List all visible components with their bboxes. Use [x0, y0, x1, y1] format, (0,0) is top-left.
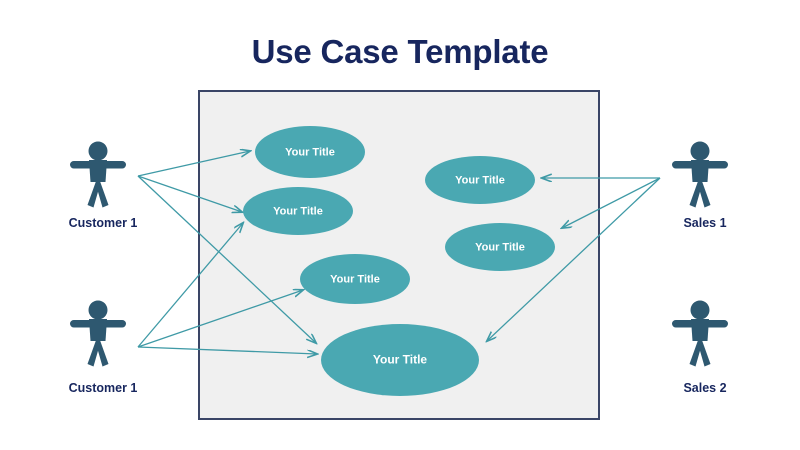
use-case-ellipse	[425, 156, 535, 204]
association-lines-group	[137, 151, 661, 354]
use-case-ellipse	[243, 187, 353, 235]
actor-customer-1-top-label: Customer 1	[68, 216, 138, 230]
actor-figures-group	[70, 141, 728, 367]
use-case-uc3[interactable]: Your Title	[425, 156, 535, 204]
association-arrow	[487, 177, 661, 341]
use-case-ellipse	[445, 223, 555, 271]
actor-head-icon	[88, 300, 108, 320]
actor-leg-right-icon	[697, 338, 711, 367]
association-arrow	[137, 346, 317, 354]
association-arrow	[137, 175, 316, 343]
use-case-label: Your Title	[373, 353, 428, 367]
use-case-uc4[interactable]: Your Title	[445, 223, 555, 271]
association-arrow	[137, 223, 243, 348]
use-case-uc1[interactable]: Your Title	[255, 126, 365, 178]
actor-torso-icon	[89, 160, 107, 182]
use-case-ellipse	[255, 126, 365, 178]
actor-leg-right-icon	[95, 338, 109, 367]
use-case-uc2[interactable]: Your Title	[243, 187, 353, 235]
actor-customer-1-top[interactable]	[70, 141, 126, 208]
actor-sales-1-label: Sales 1	[683, 216, 727, 230]
actor-customer-1-bottom-label: Customer 1	[68, 381, 138, 395]
actor-leg-right-icon	[697, 179, 711, 208]
use-case-label: Your Title	[455, 174, 505, 186]
use-case-ellipse	[321, 324, 479, 396]
page-title: Use Case Template	[251, 33, 549, 70]
use-case-label: Your Title	[285, 146, 335, 158]
actor-sales-2[interactable]	[672, 300, 728, 367]
actor-head-icon	[690, 300, 710, 320]
actor-sales-2-label: Sales 2	[683, 381, 727, 395]
association-arrow	[562, 177, 661, 228]
use-case-uc5[interactable]: Your Title	[300, 254, 410, 304]
actor-torso-icon	[89, 319, 107, 341]
use-case-label: Your Title	[273, 205, 323, 217]
actor-head-icon	[690, 141, 710, 161]
actor-leg-right-icon	[95, 179, 109, 208]
use-case-uc6[interactable]: Your Title	[321, 324, 479, 396]
use-case-label: Your Title	[475, 241, 525, 253]
use-case-label: Your Title	[330, 273, 380, 285]
actor-torso-icon	[691, 160, 709, 182]
actor-torso-icon	[691, 319, 709, 341]
association-arrow	[137, 290, 303, 348]
actor-customer-1-bottom[interactable]	[70, 300, 126, 367]
association-arrow	[137, 151, 250, 177]
actor-sales-1[interactable]	[672, 141, 728, 208]
association-arrow	[137, 175, 242, 212]
use-case-ellipse	[300, 254, 410, 304]
actor-head-icon	[88, 141, 108, 161]
